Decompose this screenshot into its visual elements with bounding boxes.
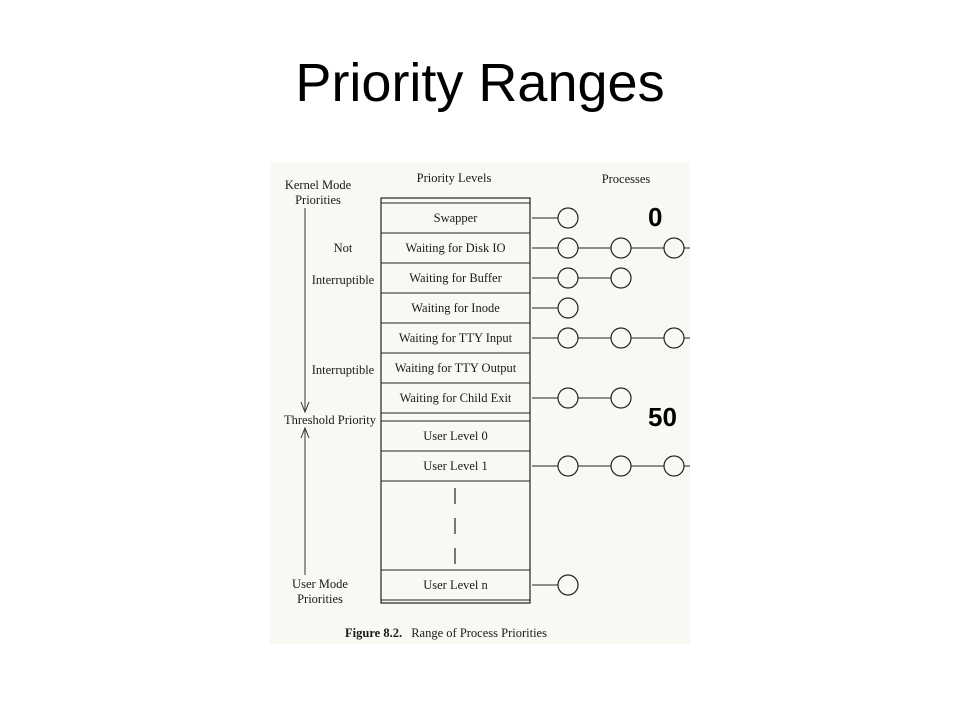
- priority-marker-50: 50: [648, 402, 677, 432]
- process-circle: [557, 455, 579, 477]
- user-mode-arrow: [300, 426, 310, 575]
- process-circle: [610, 237, 632, 259]
- header-processes: Processes: [602, 172, 651, 186]
- priority-row: User Level n: [380, 569, 579, 601]
- priority-row-label: User Level n: [423, 578, 488, 592]
- process-circle: [663, 237, 685, 259]
- priority-row-label: Waiting for Disk IO: [405, 241, 505, 255]
- priority-row: Waiting for Inode: [380, 292, 579, 324]
- process-circle: [557, 387, 579, 409]
- process-circle: [557, 574, 579, 596]
- priority-row-label: User Level 1: [423, 459, 488, 473]
- process-circle: [557, 267, 579, 289]
- priority-marker-0: 0: [648, 202, 663, 232]
- figure-caption: Figure 8.2. Range of Process Priorities: [345, 626, 547, 640]
- priority-row-label: Waiting for Inode: [411, 301, 500, 315]
- figure-caption-text: Range of Process Priorities: [411, 626, 547, 640]
- priority-row-label: Waiting for Child Exit: [400, 391, 512, 405]
- label-interruptible: Interruptible: [312, 363, 375, 377]
- priority-row: User Level 0: [380, 420, 531, 452]
- priority-row: Waiting for TTY Output: [380, 352, 531, 384]
- process-circle: [610, 327, 632, 349]
- priority-row-label: Waiting for Buffer: [409, 271, 502, 285]
- label-not: Not: [334, 241, 353, 255]
- priority-row: Swapper: [380, 202, 579, 234]
- label-threshold-priority: Threshold Priority: [284, 413, 377, 427]
- label-user-mode: User Mode: [292, 577, 348, 591]
- process-circle: [557, 327, 579, 349]
- process-circle: [663, 455, 685, 477]
- process-circle: [557, 297, 579, 319]
- label-kernel-priorities: Priorities: [295, 193, 341, 207]
- priority-row: Waiting for Buffer: [380, 262, 632, 294]
- priority-row-box: [380, 382, 531, 414]
- process-circle: [610, 387, 632, 409]
- label-user-priorities: Priorities: [297, 592, 343, 606]
- priority-row-label: Waiting for TTY Input: [399, 331, 513, 345]
- figure-caption-number: Figure 8.2.: [345, 626, 402, 640]
- priority-row: Waiting for TTY Input: [380, 322, 690, 354]
- priority-row-box: [380, 450, 531, 482]
- process-circle: [610, 455, 632, 477]
- process-circle: [557, 207, 579, 229]
- header-priority-levels: Priority Levels: [417, 171, 492, 185]
- process-circle: [557, 237, 579, 259]
- process-circle: [610, 267, 632, 289]
- kernel-mode-arrow: [300, 208, 310, 414]
- priority-row: Waiting for Disk IO: [380, 232, 690, 264]
- slide-title: Priority Ranges: [295, 53, 665, 113]
- label-interruptible-not: Interruptible: [312, 273, 375, 287]
- priority-row-label: Waiting for TTY Output: [395, 361, 517, 375]
- priority-row: User Level 1: [380, 450, 690, 482]
- process-circle: [663, 327, 685, 349]
- priority-row-box: [380, 569, 531, 601]
- priority-row: Waiting for Child Exit: [380, 382, 632, 414]
- label-kernel-mode: Kernel Mode: [285, 178, 352, 192]
- priority-row-label: User Level 0: [423, 429, 488, 443]
- priority-row-label: Swapper: [434, 211, 479, 225]
